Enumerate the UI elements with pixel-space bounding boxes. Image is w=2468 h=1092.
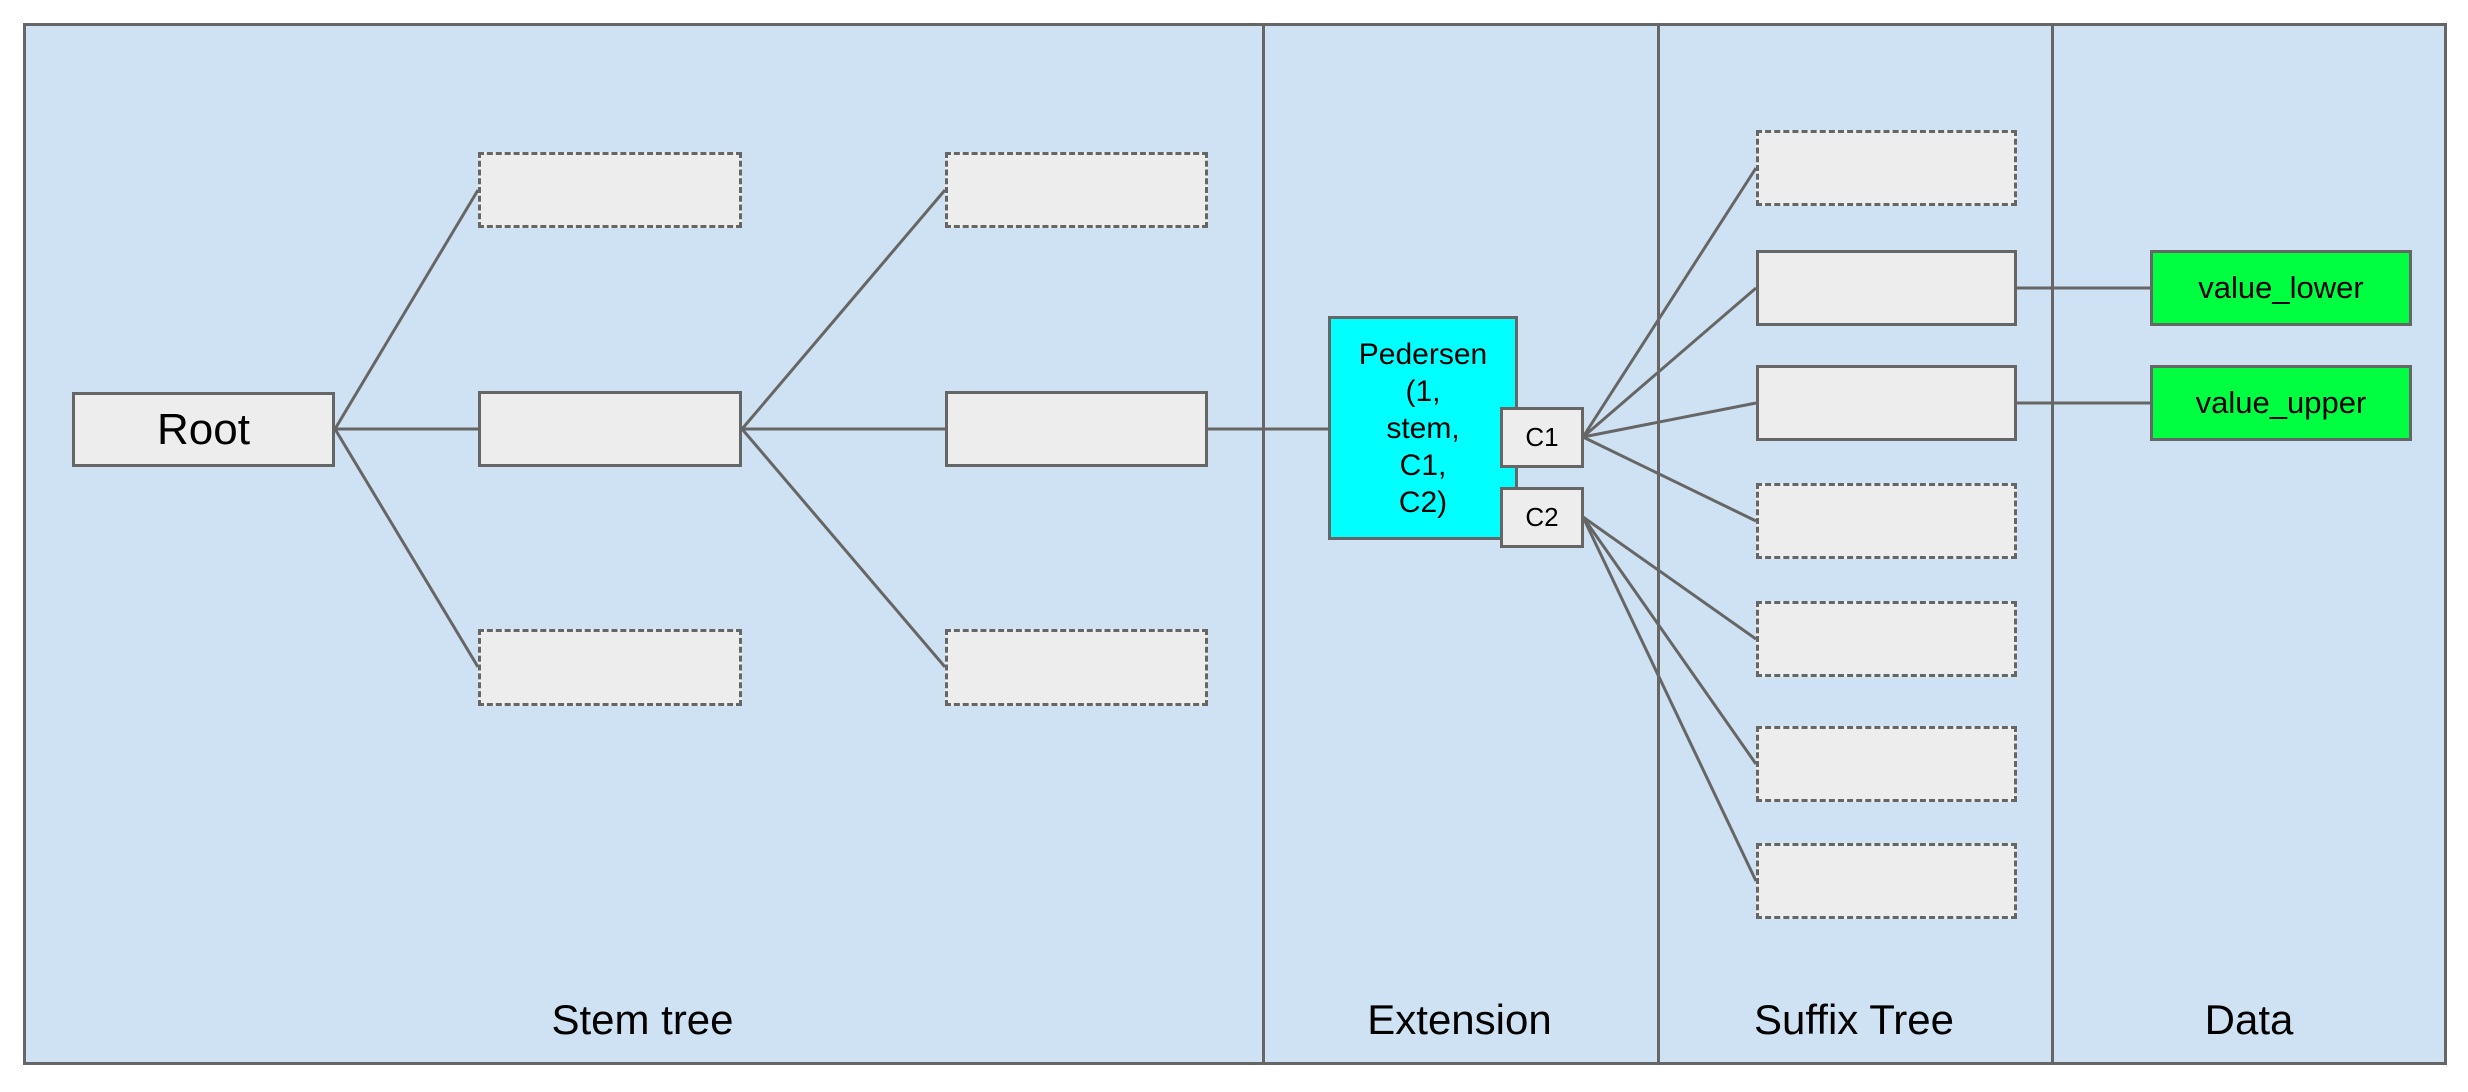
stem-level1-middle-node bbox=[478, 391, 742, 467]
root-node: Root bbox=[72, 392, 335, 467]
pedersen-label-line5: C2) bbox=[1398, 485, 1448, 519]
suffix-node-6-placeholder bbox=[1756, 726, 2017, 802]
suffix-node-1-placeholder bbox=[1756, 130, 2017, 206]
value-lower-node: value_lower bbox=[2150, 250, 2412, 326]
pedersen-label-line2: (1, bbox=[1405, 374, 1441, 408]
c1-port-label: C1 bbox=[1525, 422, 1559, 452]
value-upper-label: value_upper bbox=[2195, 385, 2367, 420]
lane-label-stem-tree: Stem tree bbox=[551, 996, 734, 1043]
diagram-frame bbox=[23, 23, 2447, 1065]
lane-label-suffix-tree: Suffix Tree bbox=[1754, 996, 1954, 1043]
pedersen-label-line4: C1, bbox=[1399, 448, 1447, 482]
lane-divider-suffix-data bbox=[2051, 23, 2054, 1065]
value-lower-label: value_lower bbox=[2198, 270, 2364, 305]
c2-port-node: C2 bbox=[1500, 487, 1584, 548]
suffix-node-7-placeholder bbox=[1756, 843, 2017, 919]
stem-level2-bottom-placeholder-node bbox=[945, 629, 1208, 706]
suffix-node-3 bbox=[1756, 365, 2017, 441]
pedersen-commitment-node: Pedersen (1, stem, C1, C2) bbox=[1328, 316, 1518, 540]
suffix-node-2 bbox=[1756, 250, 2017, 326]
root-node-label: Root bbox=[157, 404, 250, 454]
pedersen-label-line3: stem, bbox=[1386, 411, 1460, 445]
stem-level2-middle-node bbox=[945, 391, 1208, 467]
suffix-node-5-placeholder bbox=[1756, 601, 2017, 677]
c2-port-label: C2 bbox=[1525, 502, 1559, 532]
stem-level1-bottom-placeholder-node bbox=[478, 629, 742, 706]
lane-divider-stem-extension bbox=[1262, 23, 1265, 1065]
c1-port-node: C1 bbox=[1500, 407, 1584, 468]
suffix-node-4-placeholder bbox=[1756, 483, 2017, 559]
pedersen-label-line1: Pedersen bbox=[1358, 337, 1488, 371]
value-upper-node: value_upper bbox=[2150, 365, 2412, 441]
lane-divider-extension-suffix bbox=[1657, 23, 1660, 1065]
lane-label-data: Data bbox=[2204, 996, 2294, 1043]
lane-label-extension: Extension bbox=[1367, 996, 1552, 1043]
stem-level1-top-placeholder-node bbox=[478, 152, 742, 228]
stem-level2-top-placeholder-node bbox=[945, 152, 1208, 228]
